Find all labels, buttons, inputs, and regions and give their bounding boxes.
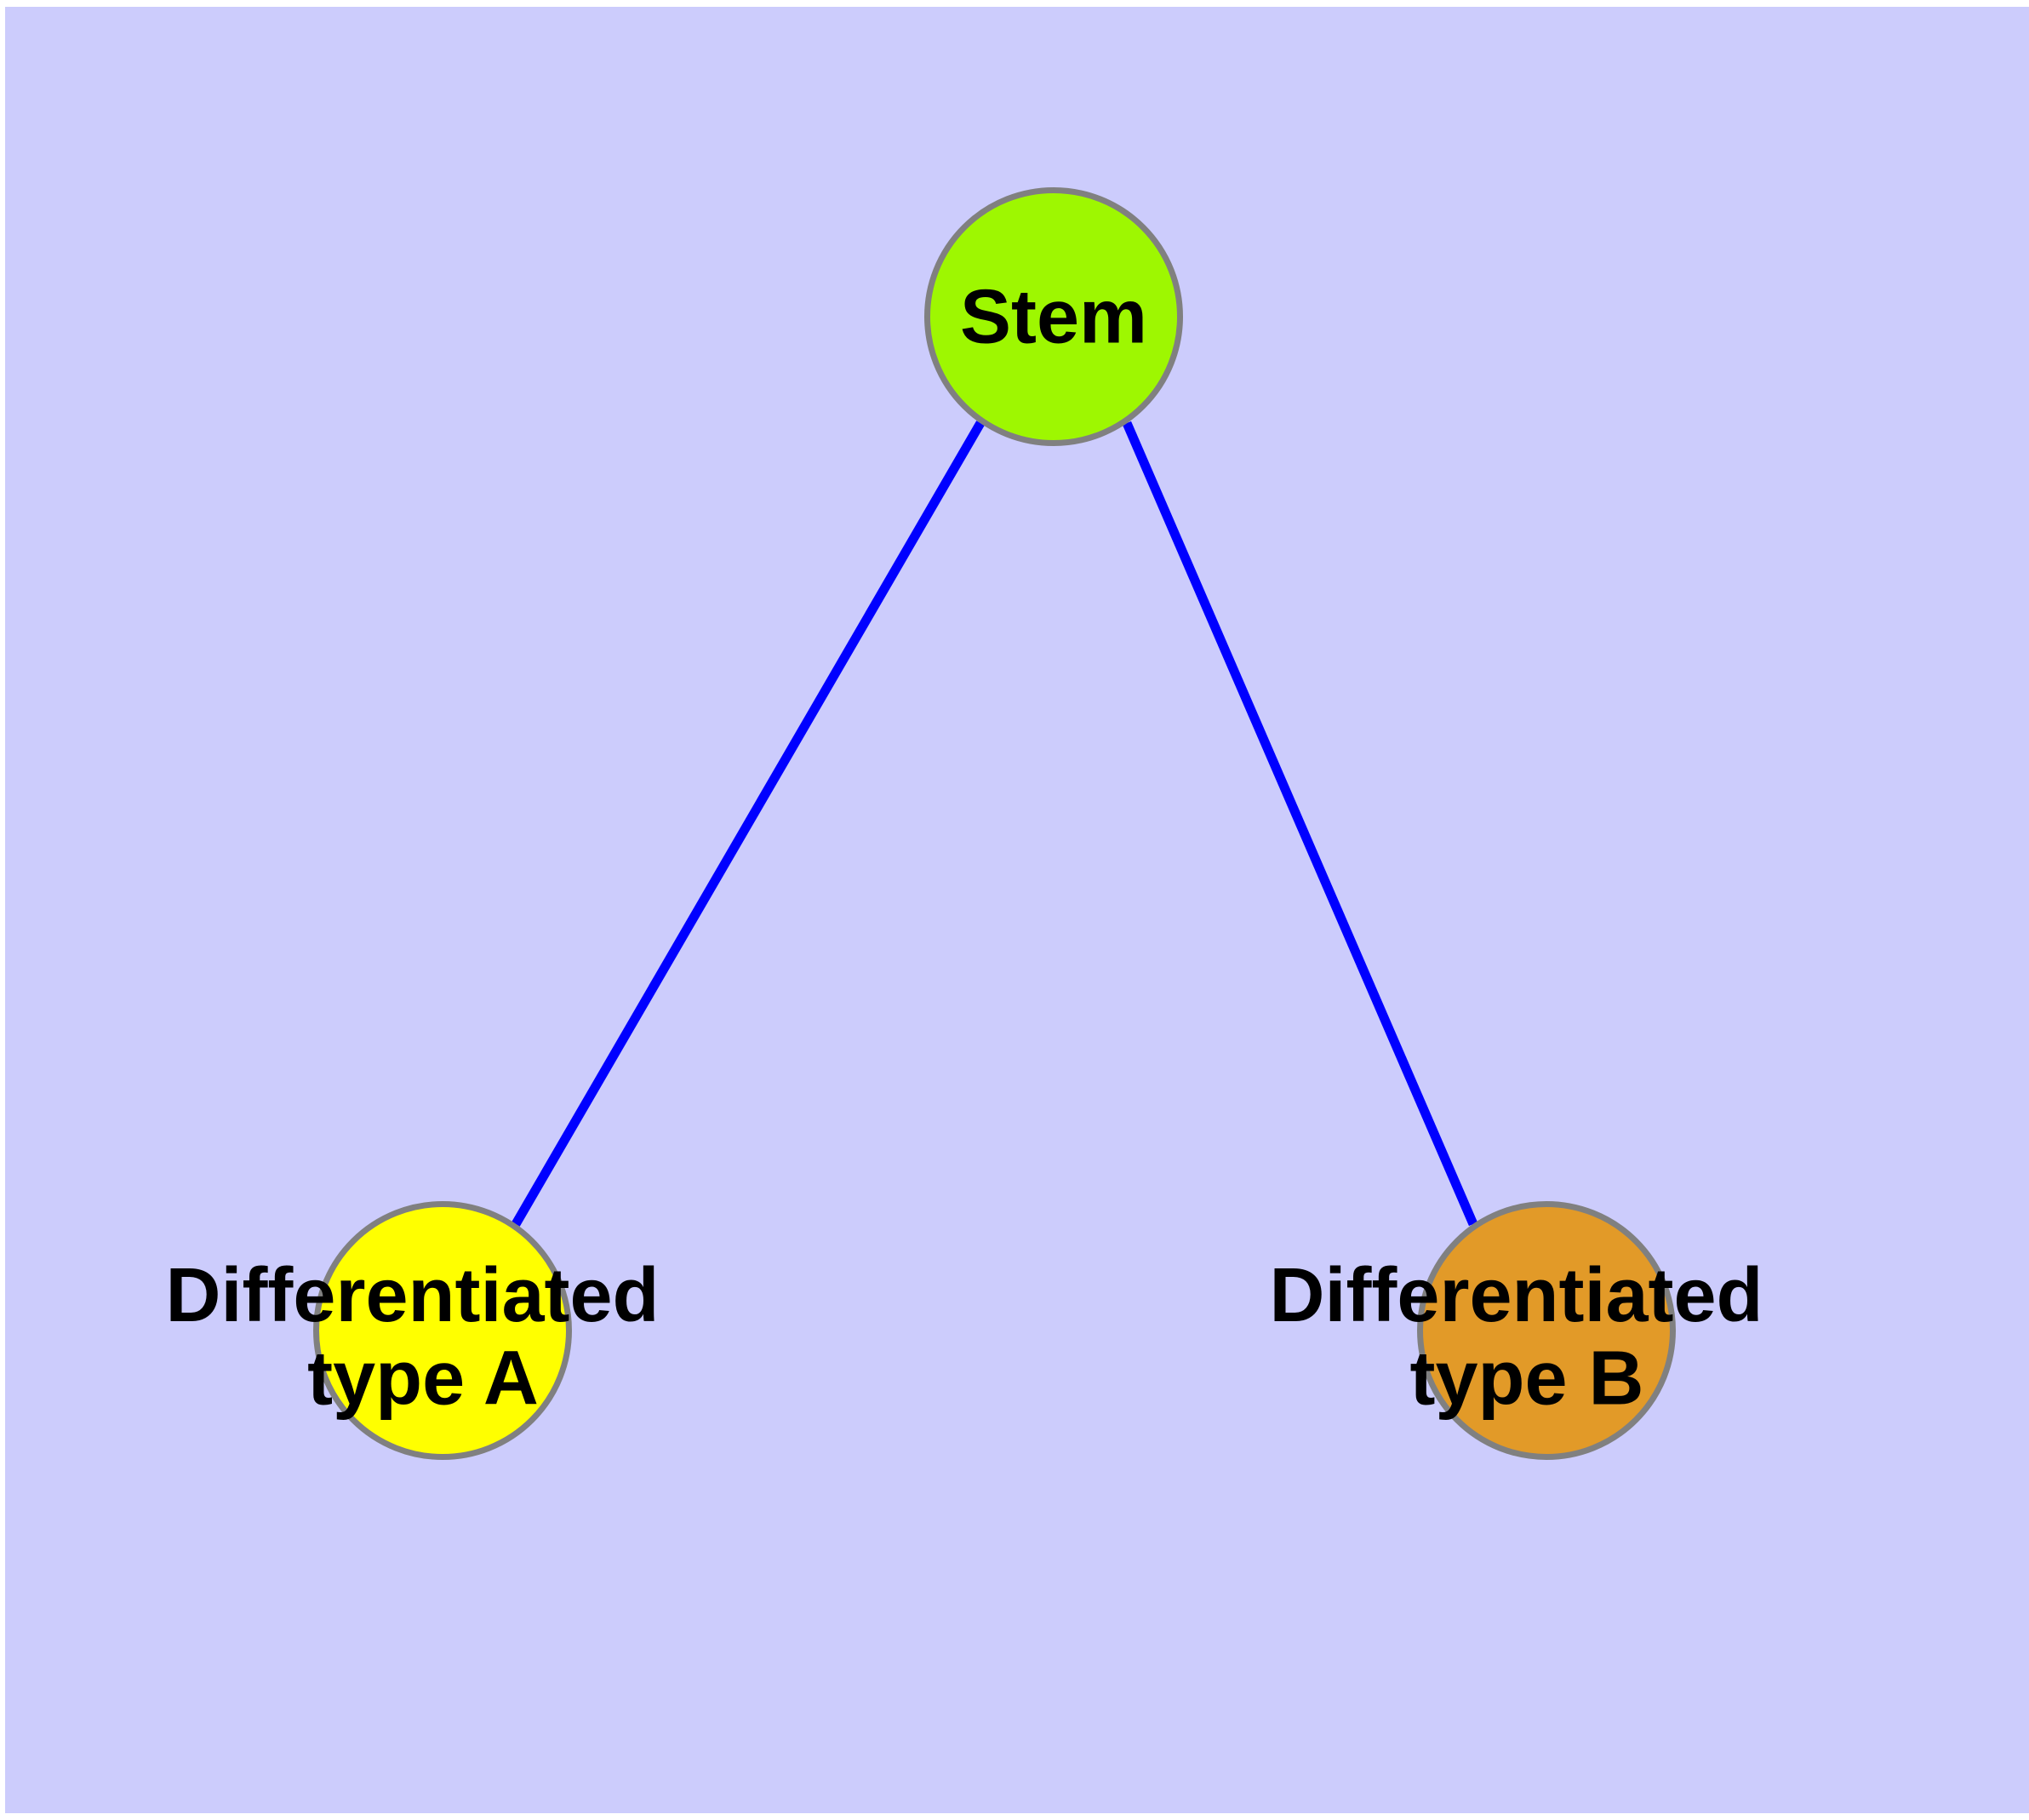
node-diff-a-label-line-2: type A <box>307 1336 539 1421</box>
label-layer: Stem Differentiated type A Differentiate… <box>165 275 1784 1422</box>
node-stem-label-line-1: Stem <box>960 275 1147 360</box>
node-stem-circle[interactable] <box>924 187 1183 446</box>
edge-layer <box>512 421 1478 1227</box>
node-diff-a[interactable] <box>313 1201 572 1460</box>
node-diff-a-label: Differentiated type A <box>165 1253 680 1421</box>
node-diff-b-label-line-2: type B <box>1409 1336 1643 1421</box>
node-stem-label: Stem <box>960 275 1147 360</box>
node-diff-b-circle[interactable] <box>1417 1201 1676 1460</box>
node-stem[interactable] <box>924 187 1183 446</box>
edge-stem-to-diff-a[interactable] <box>512 421 985 1227</box>
edge-stem-to-diff-b[interactable] <box>1122 421 1478 1227</box>
node-diff-b-label: Differentiated type B <box>1269 1253 1784 1421</box>
node-diff-a-circle[interactable] <box>313 1201 572 1460</box>
node-diff-b-label-line-1: Differentiated <box>1269 1253 1763 1338</box>
node-diff-b[interactable] <box>1417 1201 1676 1460</box>
node-diff-a-label-line-1: Differentiated <box>165 1253 659 1338</box>
